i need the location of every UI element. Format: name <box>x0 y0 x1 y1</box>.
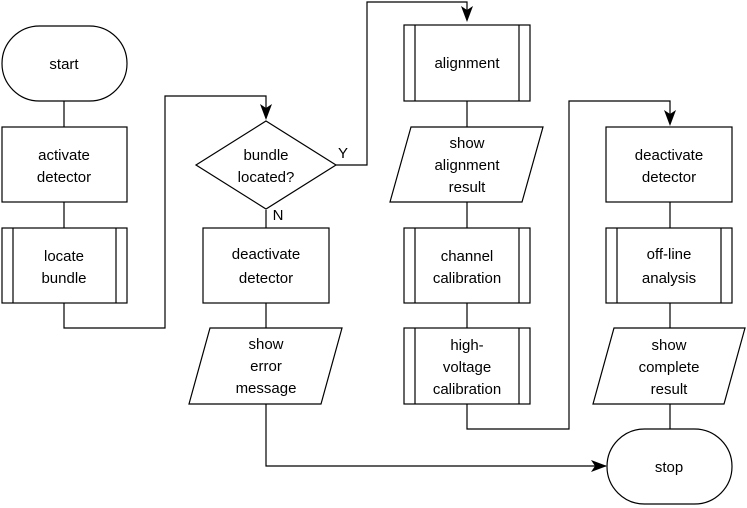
node-locate-bundle: locate bundle <box>1 227 128 304</box>
node-alignment-label: alignment <box>434 55 500 72</box>
node-show-alignment-line1: show <box>449 135 484 152</box>
node-deactivate-detector-1-line1: deactivate <box>232 246 300 263</box>
node-show-error-message: show error message <box>188 327 343 405</box>
node-start-label: start <box>49 56 79 73</box>
node-show-complete-line1: show <box>651 337 686 354</box>
edge-high-voltage-to-deactivate-2 <box>466 100 671 430</box>
node-off-line-analysis: off-line analysis <box>605 227 733 304</box>
node-show-alignment-line2: alignment <box>434 157 500 174</box>
node-high-voltage-calibration: high- voltage calibration <box>403 327 531 405</box>
node-off-line-analysis-line2: analysis <box>642 270 696 287</box>
arrowhead-alignment <box>461 6 473 22</box>
node-deactivate-detector-2: deactivate detector <box>605 126 733 203</box>
node-show-alignment-result: show alignment result <box>389 126 544 203</box>
node-show-error-line3: message <box>236 380 297 397</box>
node-locate-bundle-line1: locate <box>44 248 84 265</box>
edge-show-error-to-stop <box>265 404 606 467</box>
arrowhead-stop <box>591 460 607 472</box>
node-stop: stop <box>606 428 733 505</box>
node-activate-detector: activate detector <box>1 126 128 203</box>
edge-decision-yes-to-alignment <box>336 1 468 166</box>
edge-label-no: N <box>273 207 284 224</box>
edge-label-yes: Y <box>338 145 348 162</box>
node-channel-calibration-line1: channel <box>441 248 494 265</box>
node-bundle-located-decision: bundle located? <box>194 120 338 210</box>
node-show-alignment-line3: result <box>449 179 487 196</box>
node-channel-calibration: channel calibration <box>403 227 531 304</box>
node-activate-detector-line1: activate <box>38 147 90 164</box>
node-show-error-line2: error <box>250 358 282 375</box>
node-show-complete-line2: complete <box>639 359 700 376</box>
edge-locate-to-decision <box>63 95 267 329</box>
arrowhead-deactivate-2 <box>664 110 676 126</box>
connectors <box>63 1 671 467</box>
node-show-error-line1: show <box>248 336 283 353</box>
node-high-voltage-line3: calibration <box>433 381 501 398</box>
node-high-voltage-line1: high- <box>450 337 483 354</box>
arrowheads <box>260 6 676 472</box>
node-bundle-located-line1: bundle <box>243 147 288 164</box>
node-bundle-located-line2: located? <box>238 169 295 186</box>
node-stop-label: stop <box>655 459 683 476</box>
node-start: start <box>1 25 128 102</box>
node-deactivate-detector-1: deactivate detector <box>202 227 330 304</box>
node-deactivate-detector-1-line2: detector <box>239 270 293 287</box>
node-off-line-analysis-line1: off-line <box>647 246 692 263</box>
node-high-voltage-line2: voltage <box>443 359 491 376</box>
node-locate-bundle-line2: bundle <box>41 270 86 287</box>
node-show-complete-line3: result <box>651 381 689 398</box>
node-channel-calibration-line2: calibration <box>433 270 501 287</box>
arrowhead-decision <box>260 104 272 120</box>
node-show-complete-result: show complete result <box>592 327 746 405</box>
node-alignment: alignment <box>403 24 531 102</box>
node-deactivate-detector-2-line1: deactivate <box>635 147 703 164</box>
node-deactivate-detector-2-line2: detector <box>642 169 696 186</box>
node-activate-detector-line2: detector <box>37 169 91 186</box>
